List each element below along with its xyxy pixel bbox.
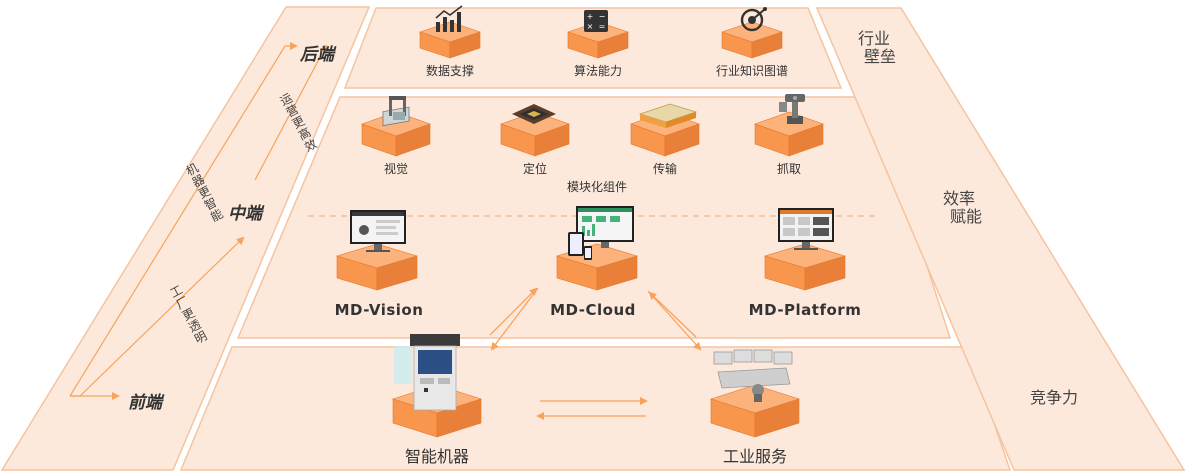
calculator-icon: + − × =	[584, 10, 608, 32]
component-label-grab: 抓取	[776, 162, 802, 176]
dashboard-monitor-icon	[778, 208, 834, 250]
box-md-platform	[763, 243, 847, 291]
service-to-cloud-arrow	[648, 291, 697, 338]
right-label-barrier: 行业 壁垒	[858, 29, 897, 66]
left-stage-band	[0, 6, 371, 471]
stage-label-back: 后端	[300, 45, 334, 65]
vision-machine-icon	[382, 96, 410, 127]
robot-arm-icon	[779, 94, 805, 124]
stage-label-middle: 中端	[228, 204, 262, 224]
control-room-icon	[713, 349, 793, 402]
right-label-efficiency: 效率 赋能	[943, 189, 983, 226]
chip-icon	[512, 104, 556, 124]
platform-label-cloud: MD-Cloud	[550, 301, 636, 319]
platform-label-platform: MD-Platform	[748, 301, 862, 319]
svg-text:+: +	[587, 12, 594, 21]
box-knowledge	[721, 21, 783, 59]
monitor-icon	[350, 210, 406, 252]
svg-text:×: ×	[587, 22, 594, 31]
conveyor-icon	[638, 103, 698, 128]
stage-label-front: 前端	[128, 393, 162, 413]
component-label-vision: 视觉	[383, 162, 409, 176]
component-label-positioning: 定位	[522, 162, 548, 176]
bottom-label-industrial-service: 工业服务	[722, 447, 788, 466]
top-item-label-knowledge: 行业知识图谱	[715, 64, 789, 78]
components-title: 模块化组件	[566, 180, 628, 194]
top-item-label-algorithm: 算法能力	[573, 64, 623, 78]
cloud-to-service-arrow	[647, 290, 702, 351]
top-item-label-data: 数据支撑	[425, 64, 475, 78]
box-md-vision	[335, 243, 419, 291]
chart-icon	[435, 5, 463, 32]
svg-text:−: −	[599, 12, 606, 21]
component-label-transport: 传输	[652, 162, 678, 176]
back-left-line	[69, 42, 298, 397]
right-value-band	[815, 7, 1186, 471]
cloud-to-machine-arrow	[490, 287, 539, 351]
box-positioning	[500, 111, 570, 157]
knowledge-graph-icon	[740, 7, 767, 32]
platform-label-vision: MD-Vision	[334, 301, 424, 319]
bottom-label-smart-machine: 智能机器	[404, 447, 470, 466]
svg-text:=: =	[599, 22, 606, 31]
smart-machine-icon	[394, 334, 460, 411]
right-label-competitiveness: 竞争力	[1030, 388, 1079, 407]
middle-to-back-arrow	[254, 44, 327, 181]
box-vision	[361, 111, 431, 157]
machine-to-cloud-arrow	[489, 287, 538, 336]
devices-icon	[568, 206, 634, 260]
bottom-panel	[179, 346, 1012, 471]
